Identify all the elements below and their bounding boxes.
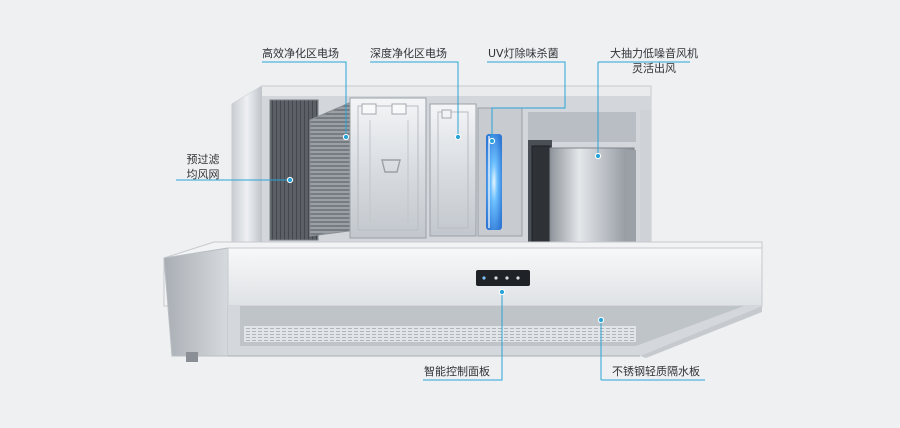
leader-control: [423, 292, 503, 381]
label-high-efficiency-field: 高效净化区电场: [262, 47, 339, 60]
label-fan-line2: 灵活出风: [632, 62, 676, 75]
leader-dot-baffle: [597, 316, 605, 324]
label-prefilter: 预过滤 均风网: [180, 152, 226, 182]
label-fan-line1: 大抽力低噪音风机: [610, 47, 698, 60]
leader-deep: [370, 61, 459, 137]
leader-dot-deep: [454, 133, 462, 141]
deep-field-module: [429, 103, 477, 237]
uv-lamp-module: [477, 107, 523, 237]
leader-dot-fan: [594, 152, 602, 160]
leader-dot-control: [498, 288, 506, 296]
leader-uv: [487, 61, 566, 141]
label-prefilter-line1: 预过滤: [186, 153, 220, 166]
callout-leaders: [176, 61, 705, 381]
high-efficiency-field-module: [309, 97, 427, 239]
label-water-baffle: 不锈钢轻质隔水板: [612, 365, 700, 378]
fan-module: [528, 112, 636, 246]
leader-high-efficiency: [262, 61, 347, 137]
leader-dot-prefilter: [286, 176, 294, 184]
label-uv-lamp: UV灯除味杀菌: [488, 47, 559, 60]
label-prefilter-line2: 均风网: [186, 168, 220, 181]
label-fan: 大抽力低噪音风机 灵活出风: [606, 46, 702, 76]
leader-dot-high-efficiency: [342, 133, 350, 141]
label-control-panel: 智能控制面板: [424, 365, 490, 378]
leader-dot-uv: [488, 137, 496, 145]
label-deep-field: 深度净化区电场: [370, 47, 447, 60]
hood-body: [163, 241, 763, 362]
control-panel[interactable]: [476, 270, 530, 286]
